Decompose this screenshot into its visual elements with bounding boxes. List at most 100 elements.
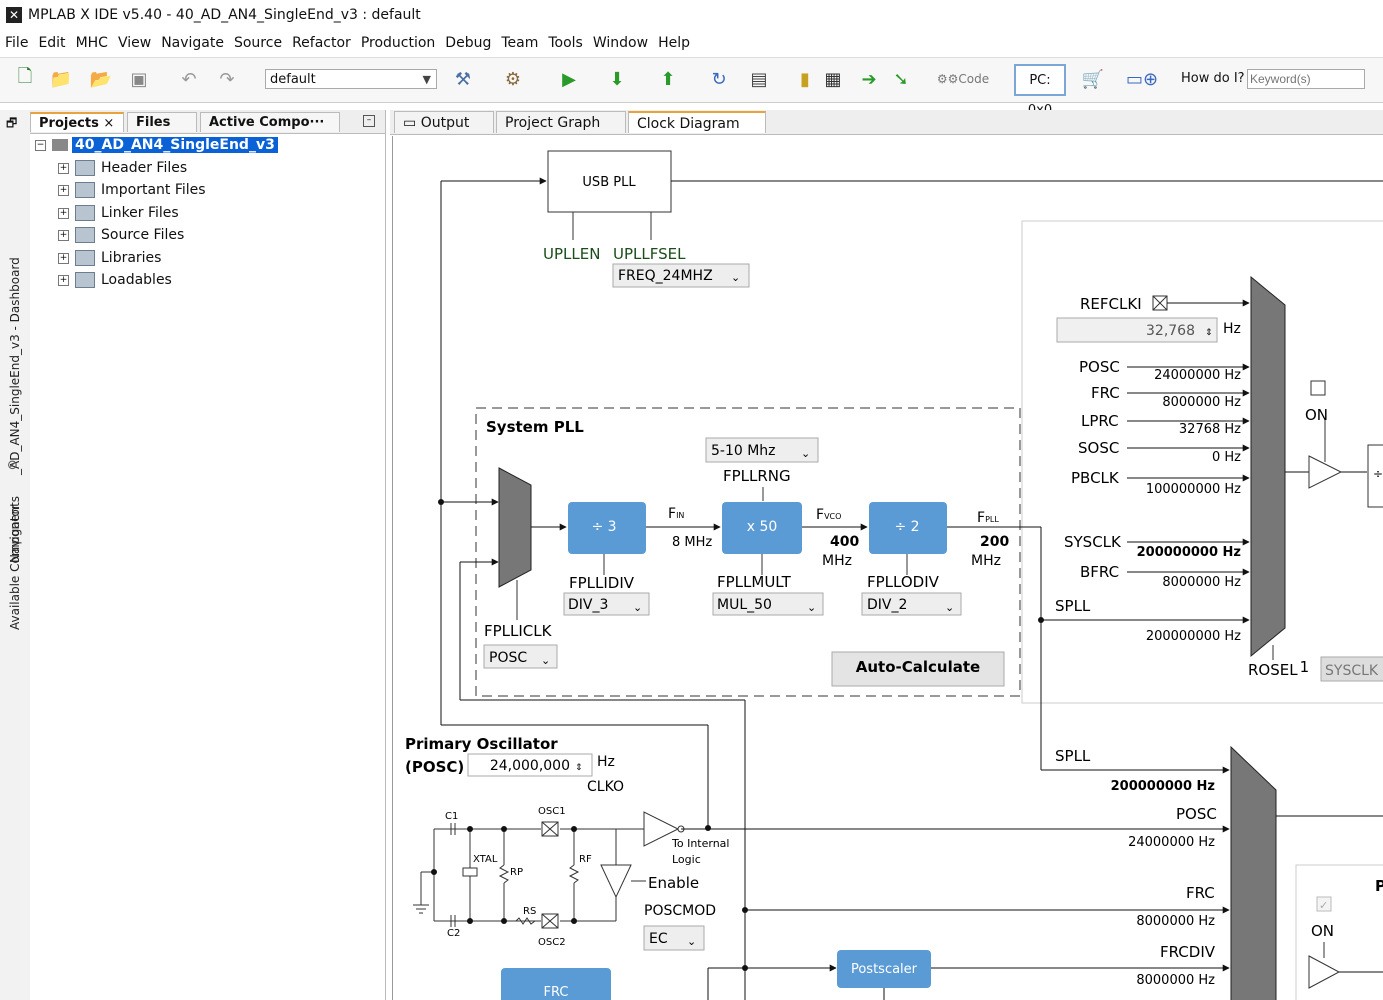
ref-source-value: 200000000 Hz [1137,545,1241,560]
peripheral-enable-checkbox[interactable] [1316,896,1332,912]
menu-file[interactable]: File [5,35,29,51]
program-device-icon[interactable]: ⬇ [609,68,625,90]
ref-divider-block [1367,444,1383,508]
menu-source[interactable]: Source [233,35,283,51]
step-into-icon[interactable]: ➘ [893,68,909,90]
rosel-number: 1 [1300,658,1310,676]
memory-icon[interactable]: ▦ [824,68,842,90]
expand-icon[interactable]: + [58,162,69,174]
clean-build-icon[interactable]: ⚙ [504,68,522,90]
expand-icon[interactable]: + [58,207,69,219]
configuration-select[interactable]: default ▼ [265,69,437,89]
folder-label: Libraries [101,250,162,266]
step-over-icon[interactable]: ➔ [861,68,877,90]
tree-root[interactable]: − 40_AD_AN4_SingleEnd_v3 [35,135,278,155]
tree-folder[interactable]: +Linker Files [58,203,179,223]
menu-team[interactable]: Team [501,35,539,51]
fpllidiv-select[interactable] [563,592,650,616]
restore-window-icon[interactable]: 🗗 [6,116,18,130]
expand-icon[interactable]: + [58,229,69,241]
cart-icon[interactable]: 🛒 [1081,68,1105,90]
fvco-value: 400 [830,534,859,550]
expand-icon[interactable]: + [58,252,69,264]
available-components-tab[interactable]: Available Components [8,495,22,630]
ref-source-name: PBCLK [1071,469,1120,487]
upllen-label: UPLLEN [543,245,600,263]
tab-clock-diagram[interactable]: Clock Diagram × [628,111,766,154]
poscmod-select[interactable] [643,925,705,951]
fpllmult-select[interactable] [712,592,824,616]
refclki-unit: Hz [1223,321,1241,337]
save-all-icon[interactable]: ▣ [130,68,148,90]
close-icon[interactable]: × [103,116,115,131]
ref-out-enable-checkbox[interactable] [1310,380,1326,396]
menu-tools[interactable]: Tools [548,35,583,51]
menu-mhc[interactable]: MHC [75,35,108,51]
minimize-icon[interactable]: – [363,115,375,127]
auto-calculate-button[interactable] [831,651,1005,687]
run-icon[interactable]: ▶ [562,68,576,90]
undo-icon[interactable]: ↶ [181,68,197,90]
code-configurator-button[interactable]: ⚙⚙Code [936,72,990,86]
poscmod-label: POSCMOD [644,903,716,919]
build-icon[interactable]: ⚒ [454,68,472,90]
tab-files[interactable]: Files [127,112,197,132]
fpllclk-value: POSC [489,650,527,666]
tab-output[interactable]: ▭ Output × [394,111,494,153]
tab-projects[interactable]: Projects × [30,112,124,132]
new-file-icon[interactable]: 🗋 [17,66,33,87]
menu-window[interactable]: Window [592,35,649,51]
fpllrng-select[interactable] [705,437,819,463]
rosel-text: ROSEL [1248,661,1298,679]
new-project-icon[interactable]: 📁 [49,68,73,90]
fpllmult-value: MUL_50 [717,597,772,613]
expand-icon[interactable]: + [58,184,69,196]
redo-icon[interactable]: ↷ [219,68,235,90]
osc2-label: OSC2 [538,937,566,948]
expand-icon[interactable]: + [58,274,69,286]
fpll-symbol: F [977,510,985,526]
collapse-icon[interactable]: − [35,139,46,151]
tree-folder[interactable]: +Important Files [58,180,206,200]
search-input[interactable] [1247,69,1365,89]
dashboard-tab[interactable]: _AD_AN4_SingleEnd_v3 - Dashboard [8,257,22,475]
menu-view[interactable]: View [117,35,152,51]
upllfsel-select[interactable] [612,263,750,288]
upllfsel-value: FREQ_24MHZ [618,268,713,284]
open-project-icon[interactable]: 📂 [89,68,113,90]
postscaler-block [837,950,931,988]
web-icon[interactable]: ▭⊕ [1125,68,1159,90]
sys-source-name: SPLL [1055,747,1091,765]
spinner-icon[interactable]: ⇕ [575,763,583,773]
reset-icon[interactable]: ↻ [711,68,727,90]
tab-active-components[interactable]: Active Compo··· [200,112,340,132]
tree-folder[interactable]: +Header Files [58,158,187,178]
sys-source-name: FRC [1186,884,1215,902]
fpllodiv-select[interactable] [861,592,962,616]
read-device-icon[interactable]: ⬆ [660,68,676,90]
menu-edit[interactable]: Edit [38,35,66,51]
menu-help[interactable]: Help [658,35,690,51]
tree-folder[interactable]: + Libraries [58,248,161,268]
posc-frequency-input[interactable] [467,753,593,777]
sys-source-value: 8000000 Hz [1136,914,1215,929]
menu-debug[interactable]: Debug [445,35,492,51]
rosel-select[interactable] [1320,656,1383,682]
tree-folder[interactable]: +Loadables [58,270,172,290]
sys-source-value: 24000000 Hz [1128,835,1215,850]
menu-production[interactable]: Production [360,35,436,51]
menu-navigate[interactable]: Navigate [161,35,224,51]
debug-project-icon[interactable]: ▤ [750,68,768,90]
tab-project-graph[interactable]: Project Graph [496,111,626,133]
spinner-icon[interactable]: ⇕ [1205,328,1213,338]
chevron-down-icon: ⌄ [687,935,696,948]
tree-folder[interactable]: +Source Files [58,225,184,245]
fpllclk-select[interactable] [483,644,558,669]
fpllrng-value: 5-10 Mhz [711,443,776,459]
usb-pll-block [547,150,672,213]
menu-refactor[interactable]: Refactor [292,35,351,51]
peripheral-buffer [1308,955,1341,989]
refclki-input[interactable] [1056,317,1218,343]
navigator-icon: ⊘ [7,458,18,473]
breakpoint-icon[interactable]: ▮ [800,68,810,90]
